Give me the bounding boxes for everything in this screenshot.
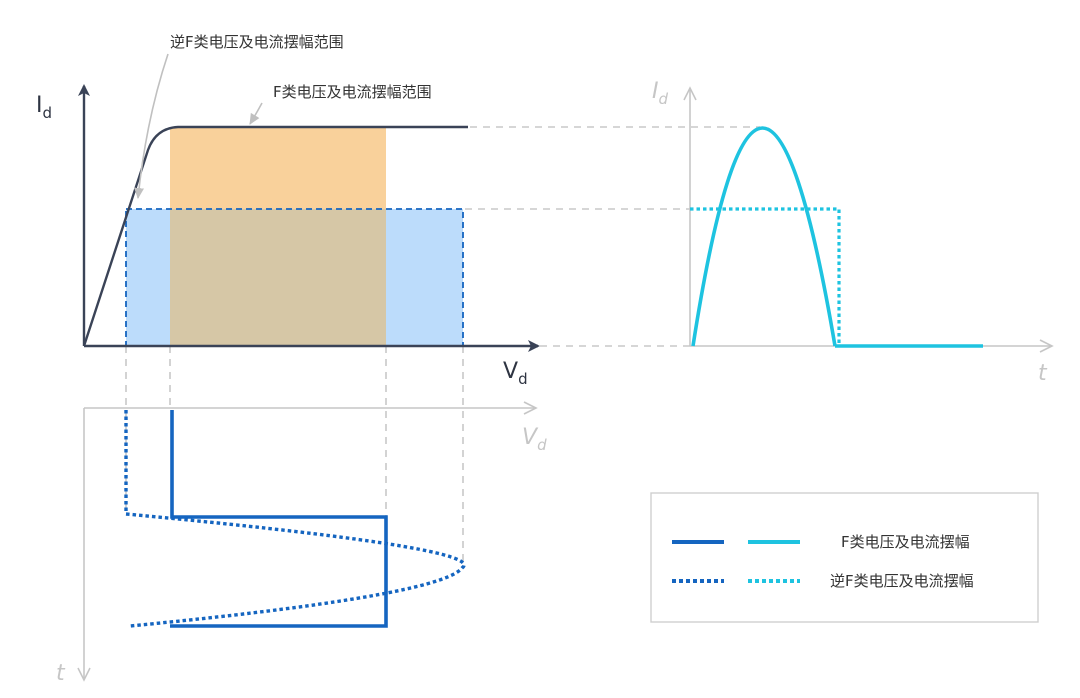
id-axis-label: Id (36, 93, 52, 122)
f-class-voltage-wave (170, 410, 388, 628)
overlap-area (170, 209, 386, 346)
inverse-f-range-pointer (134, 53, 169, 199)
legend-box (650, 492, 1039, 623)
legend-inverse-f-class-label: 逆F类电压及电流摆幅 (830, 572, 974, 590)
lower-t-axis-label: t (56, 661, 66, 686)
inverse-f-voltage-wave (124, 410, 466, 628)
iv-plot: Id Vd 逆F类电压及电流摆幅范围 F类电压及电流摆幅范围 (36, 33, 540, 388)
vd-axis-label: Vd (503, 359, 528, 388)
f-range-pointer (249, 102, 263, 125)
iv-curve (82, 125, 468, 347)
lower-vd-axis-label: Vd (522, 425, 547, 454)
current-waveform-plot: Id t (652, 79, 1054, 386)
inverse-f-current-wave (690, 207, 841, 346)
inverse-f-range-annotation: 逆F类电压及电流摆幅范围 (170, 33, 344, 51)
right-id-axis-label: Id (652, 79, 669, 108)
right-t-axis-label: t (1038, 361, 1048, 386)
legend-f-class-label: F类电压及电流摆幅 (841, 533, 970, 551)
legend-inverse-f-class: 逆F类电压及电流摆幅 (672, 572, 974, 590)
f-class-current-wave (691, 126, 837, 347)
legend: F类电压及电流摆幅 逆F类电压及电流摆幅 (650, 492, 1039, 623)
legend-f-class: F类电压及电流摆幅 (672, 533, 970, 551)
voltage-waveform-plot: Vd t (56, 401, 547, 686)
f-range-annotation: F类电压及电流摆幅范围 (273, 83, 432, 101)
